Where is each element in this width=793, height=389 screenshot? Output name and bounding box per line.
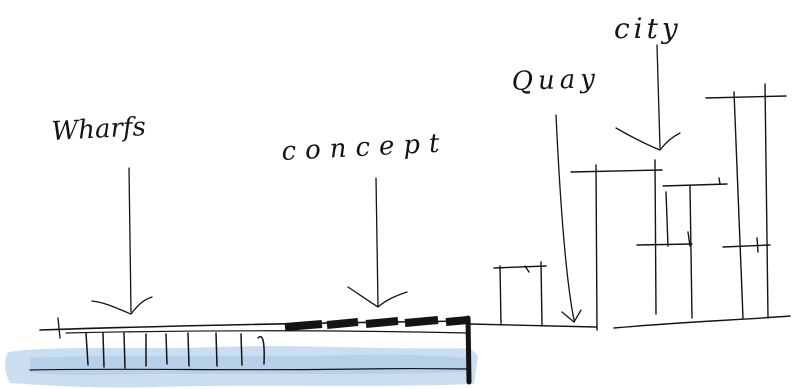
concept-callout-arrow bbox=[347, 177, 408, 308]
pile bbox=[187, 332, 190, 367]
wharf-deck bbox=[39, 317, 471, 339]
city-label: city bbox=[614, 12, 682, 45]
pile bbox=[123, 332, 126, 369]
city-callout-arrow bbox=[615, 44, 681, 151]
wharfs-label: Wharfs bbox=[51, 112, 147, 147]
quay-callout-arrow bbox=[555, 114, 582, 323]
water-wash bbox=[5, 346, 478, 388]
small-building bbox=[493, 261, 547, 327]
mid-rise-building bbox=[570, 164, 663, 331]
wharf-piles bbox=[85, 332, 265, 369]
concept-label: concept bbox=[281, 128, 449, 167]
ground-line bbox=[469, 323, 597, 328]
pile bbox=[215, 332, 218, 367]
pile bbox=[257, 335, 265, 365]
pile bbox=[85, 332, 89, 366]
quay-wall bbox=[465, 315, 472, 385]
wharfs-callout-arrow bbox=[91, 167, 153, 315]
pile bbox=[102, 332, 105, 368]
water-line bbox=[29, 367, 471, 371]
city-towers bbox=[613, 83, 791, 329]
concept-dashed-edge bbox=[284, 316, 469, 331]
quay-label: Quay bbox=[511, 64, 600, 97]
pile bbox=[165, 333, 168, 365]
pile bbox=[240, 333, 243, 366]
